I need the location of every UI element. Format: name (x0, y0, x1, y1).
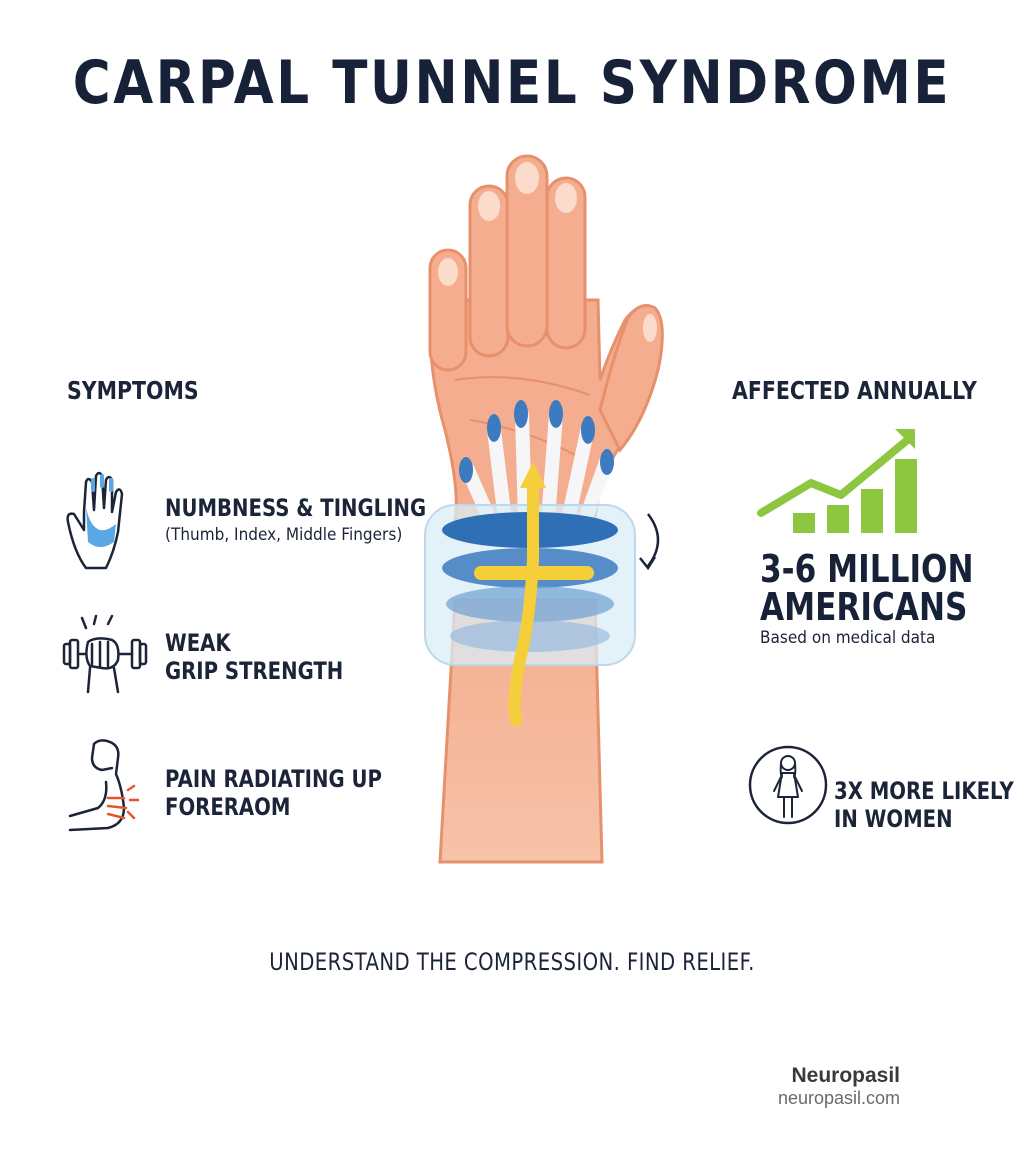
index-nail (555, 183, 577, 213)
stat-line-2: AMERICANS (760, 585, 968, 629)
symptom-3-title-line-1: PAIN RADIATING UP (165, 765, 382, 793)
tagline: UNDERSTAND THE COMPRESSION. FIND RELIEF. (0, 948, 1024, 976)
women-line-2: IN WOMEN (834, 805, 953, 833)
thumb-shape (598, 304, 664, 453)
symptoms-heading: SYMPTOMS (67, 376, 199, 405)
symptom-1-title: NUMBNESS & TINGLING (165, 494, 427, 522)
symptom-2-title-line-1: WEAK (165, 629, 231, 657)
symptom-3-title-line-2: FORERAOM (165, 793, 291, 821)
index-finger (545, 176, 587, 350)
brand-name: Neuropasil (791, 1064, 900, 1087)
brand-block: Neuropasil neuropasil.com (778, 1064, 900, 1109)
median-nerve (508, 474, 539, 726)
brand-url: neuropasil.com (777, 1088, 900, 1108)
growth-chart-icon (757, 429, 917, 533)
symptom-1-subtitle: (Thumb, Index, Middle Fingers) (165, 525, 403, 545)
forearm-pain-icon (68, 739, 140, 832)
thumb-nail (643, 314, 657, 342)
stat-line-1: 3-6 MILLION (760, 547, 974, 591)
nerve-arrow-icon (520, 462, 546, 488)
pinky-finger (428, 248, 468, 372)
stat-note: Based on medical data (760, 628, 936, 648)
middle-nail (515, 162, 539, 194)
woman-icon (748, 745, 828, 825)
tagline-text: UNDERSTAND THE COMPRESSION. FIND RELIEF. (269, 948, 755, 976)
affected-heading: AFFECTED ANNUALLY (732, 376, 977, 405)
numb-hand-icon (66, 471, 124, 570)
rotation-arrow-head (639, 556, 657, 571)
page-title: CARPAL TUNNEL SYNDROME (72, 48, 952, 118)
symptom-2-title-line-2: GRIP STRENGTH (165, 657, 344, 685)
nerve-compression (474, 566, 594, 580)
ring-nail (478, 191, 500, 221)
palm-crease (454, 376, 591, 396)
pinky-nail (438, 258, 458, 286)
grip-dumbbell-icon (62, 614, 148, 694)
women-line-1: 3X MORE LIKELY (834, 777, 1014, 805)
